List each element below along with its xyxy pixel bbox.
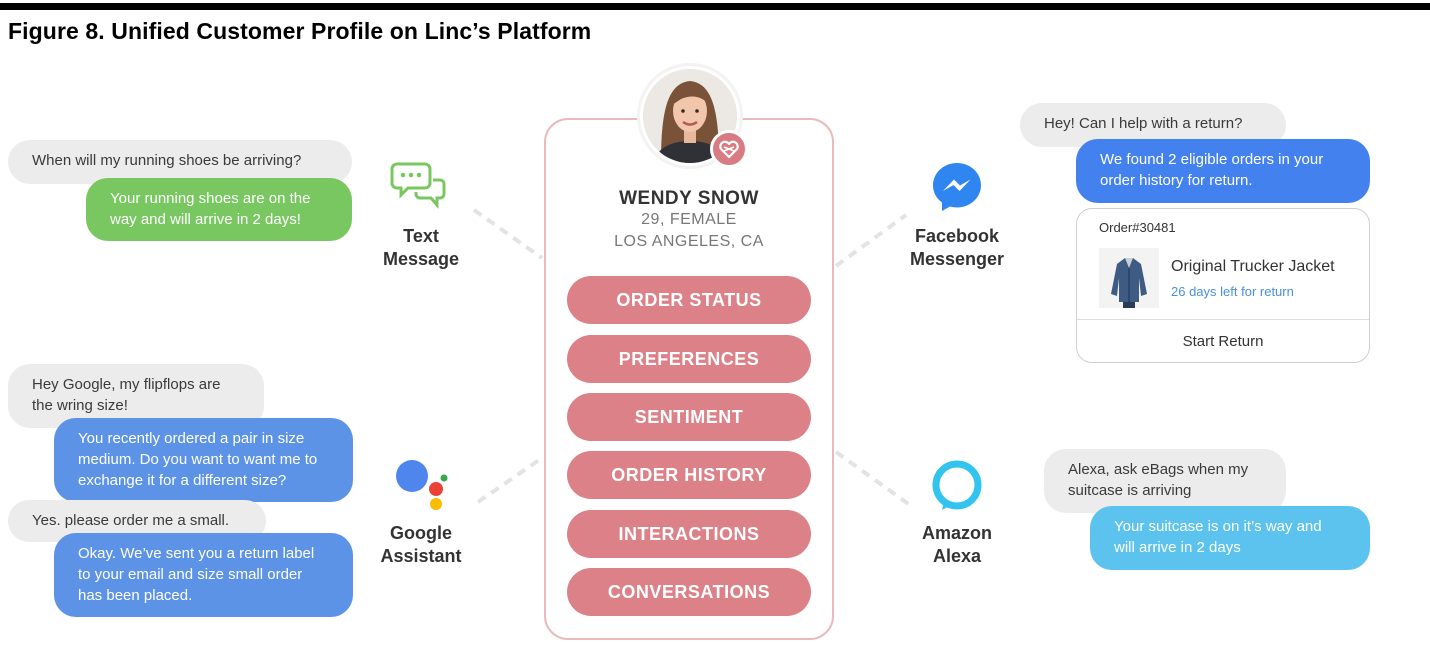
text-message-label-line1: Text [403, 226, 439, 246]
jacket-thumbnail [1099, 248, 1159, 308]
interactions-button[interactable]: INTERACTIONS [567, 510, 811, 558]
google-user-bubble-1: Hey Google, my flipflops are the wring s… [8, 364, 264, 428]
return-days-left: 26 days left for return [1171, 284, 1294, 299]
text-message-user-bubble: When will my running shoes be arriving? [8, 140, 352, 184]
sentiment-button[interactable]: SENTIMENT [567, 393, 811, 441]
heart-icon [719, 140, 739, 159]
google-assistant-icon [396, 460, 448, 510]
messenger-reply-bubble: We found 2 eligible orders in your order… [1076, 139, 1370, 203]
figure-title: Figure 8. Unified Customer Profile on Li… [8, 18, 592, 44]
text-message-label: Text Message [370, 225, 472, 271]
preferences-button[interactable]: PREFERENCES [567, 335, 811, 383]
profile-location: LOS ANGELES, CA [614, 233, 764, 250]
facebook-messenger-label-line1: Facebook [914, 226, 1000, 246]
facebook-messenger-label-line2: Messenger [909, 249, 1005, 269]
alexa-reply-bubble: Your suitcase is on it’s way and will ar… [1090, 506, 1370, 570]
google-reply-bubble-1: You recently ordered a pair in size medi… [54, 418, 353, 502]
connector-google-assistant [476, 456, 544, 504]
top-rule [0, 3, 1430, 10]
google-assistant-label: Google Assistant [370, 522, 472, 568]
google-assistant-label-line2: Assistant [380, 546, 462, 566]
profile-age-gender: 29, FEMALE [641, 211, 737, 228]
profile-name: WENDY SNOW [619, 188, 759, 209]
connector-amazon-alexa [834, 450, 912, 507]
messenger-icon [933, 163, 981, 211]
connector-text-message [472, 208, 544, 260]
order-history-button[interactable]: ORDER HISTORY [567, 451, 811, 499]
product-name: Original Trucker Jacket [1171, 258, 1335, 275]
order-status-button[interactable]: ORDER STATUS [567, 276, 811, 324]
connector-facebook-messenger [834, 213, 908, 268]
start-return-button[interactable]: Start Return [1182, 333, 1264, 350]
amazon-alexa-label-line2: Alexa [932, 546, 982, 566]
amazon-alexa-label-line1: Amazon [921, 523, 992, 543]
text-message-label-line2: Message [382, 249, 460, 269]
facebook-messenger-label: Facebook Messenger [900, 225, 1014, 271]
alexa-user-bubble: Alexa, ask eBags when my suitcase is arr… [1044, 449, 1286, 513]
google-assistant-label-line1: Google [390, 523, 452, 543]
order-number: Order#30481 [1099, 220, 1176, 235]
conversations-button[interactable]: CONVERSATIONS [567, 568, 811, 616]
chat-bubbles-icon [390, 162, 446, 210]
amazon-alexa-label: Amazon Alexa [905, 522, 1009, 568]
linc-heart-badge [710, 130, 748, 168]
alexa-ring-icon [932, 460, 982, 510]
jacket-icon [1099, 248, 1159, 308]
text-message-reply-bubble: Your running shoes are on the way and wi… [86, 178, 352, 241]
order-card-divider [1077, 319, 1369, 320]
google-reply-bubble-2: Okay. We’ve sent you a return label to y… [54, 533, 353, 617]
